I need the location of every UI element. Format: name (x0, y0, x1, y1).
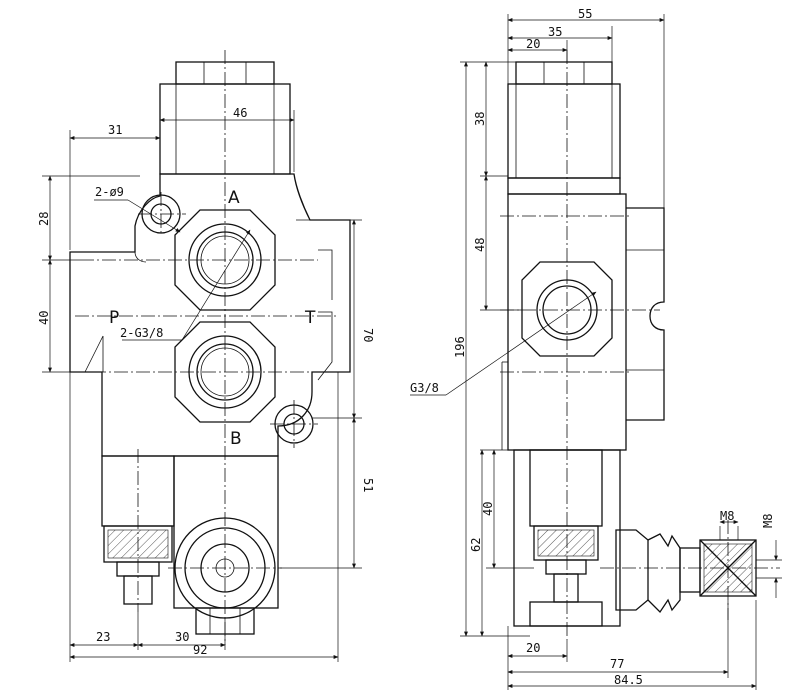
dim-28-text: 28 (37, 212, 51, 226)
dim-46: 46 (159, 106, 295, 172)
dim-40-side-text: 40 (481, 502, 495, 516)
dim-40-front-text: 40 (37, 311, 51, 325)
callout-side-port-text: G3/8 (410, 381, 439, 395)
dim-51-text: 51 (361, 478, 375, 492)
front-lower-boss (173, 455, 279, 635)
front-valve-body (69, 173, 351, 457)
front-view: A B P T 31 46 28 40 (37, 50, 375, 662)
dim-55-text: 55 (578, 7, 592, 21)
side-top-cap (507, 61, 621, 195)
dim-84-5-text: 84.5 (614, 673, 643, 687)
dim-40-front: 40 (37, 259, 72, 373)
dim-51: 51 (280, 417, 375, 569)
dim-70-text: 70 (361, 328, 375, 342)
dim-m8-v-text: M8 (761, 514, 775, 528)
callout-ports-text: 2-G3/8 (120, 326, 163, 340)
dim-m8-h-text: M8 (720, 509, 734, 523)
dim-m8: M8 M8 (719, 509, 782, 598)
port-t-label: T (304, 308, 316, 328)
dim-30-text: 30 (175, 630, 189, 644)
port-p-label: P (109, 308, 119, 328)
dim-left-side: 38 48 196 40 62 (453, 61, 534, 637)
dim-92-text: 92 (193, 643, 207, 657)
dim-23-text: 23 (96, 630, 110, 644)
port-b-label: B (230, 429, 242, 449)
callout-holes: 2-ø9 (94, 185, 181, 233)
dim-77-text: 77 (610, 657, 624, 671)
dim-20-top-text: 20 (526, 37, 540, 51)
dim-35-text: 35 (548, 25, 562, 39)
callout-ports: 2-G3/8 (120, 229, 251, 341)
side-valve-body (501, 193, 665, 451)
dim-top-side: 55 35 20 (507, 7, 665, 208)
callout-side-port: G3/8 (410, 291, 597, 396)
dim-20-bot-text: 20 (526, 641, 540, 655)
dim-62-text: 62 (469, 538, 483, 552)
side-view: 55 35 20 38 48 196 40 62 (410, 7, 782, 690)
dim-31: 31 (69, 120, 161, 250)
front-centerlines (70, 50, 338, 645)
port-a-label: A (228, 188, 240, 208)
dim-46-text: 46 (233, 106, 247, 120)
side-lower-spool (513, 449, 621, 627)
dim-31-text: 31 (108, 123, 122, 137)
dim-28: 28 (37, 175, 140, 261)
dim-196-text: 196 (453, 336, 467, 358)
dim-bottom-side: 20 77 84.5 (507, 600, 757, 690)
dim-48-text: 48 (473, 238, 487, 252)
side-fitting (615, 529, 757, 614)
callout-holes-text: 2-ø9 (95, 185, 124, 199)
dim-bottom-front: 23 30 92 (69, 372, 339, 662)
dim-38-text: 38 (473, 112, 487, 126)
